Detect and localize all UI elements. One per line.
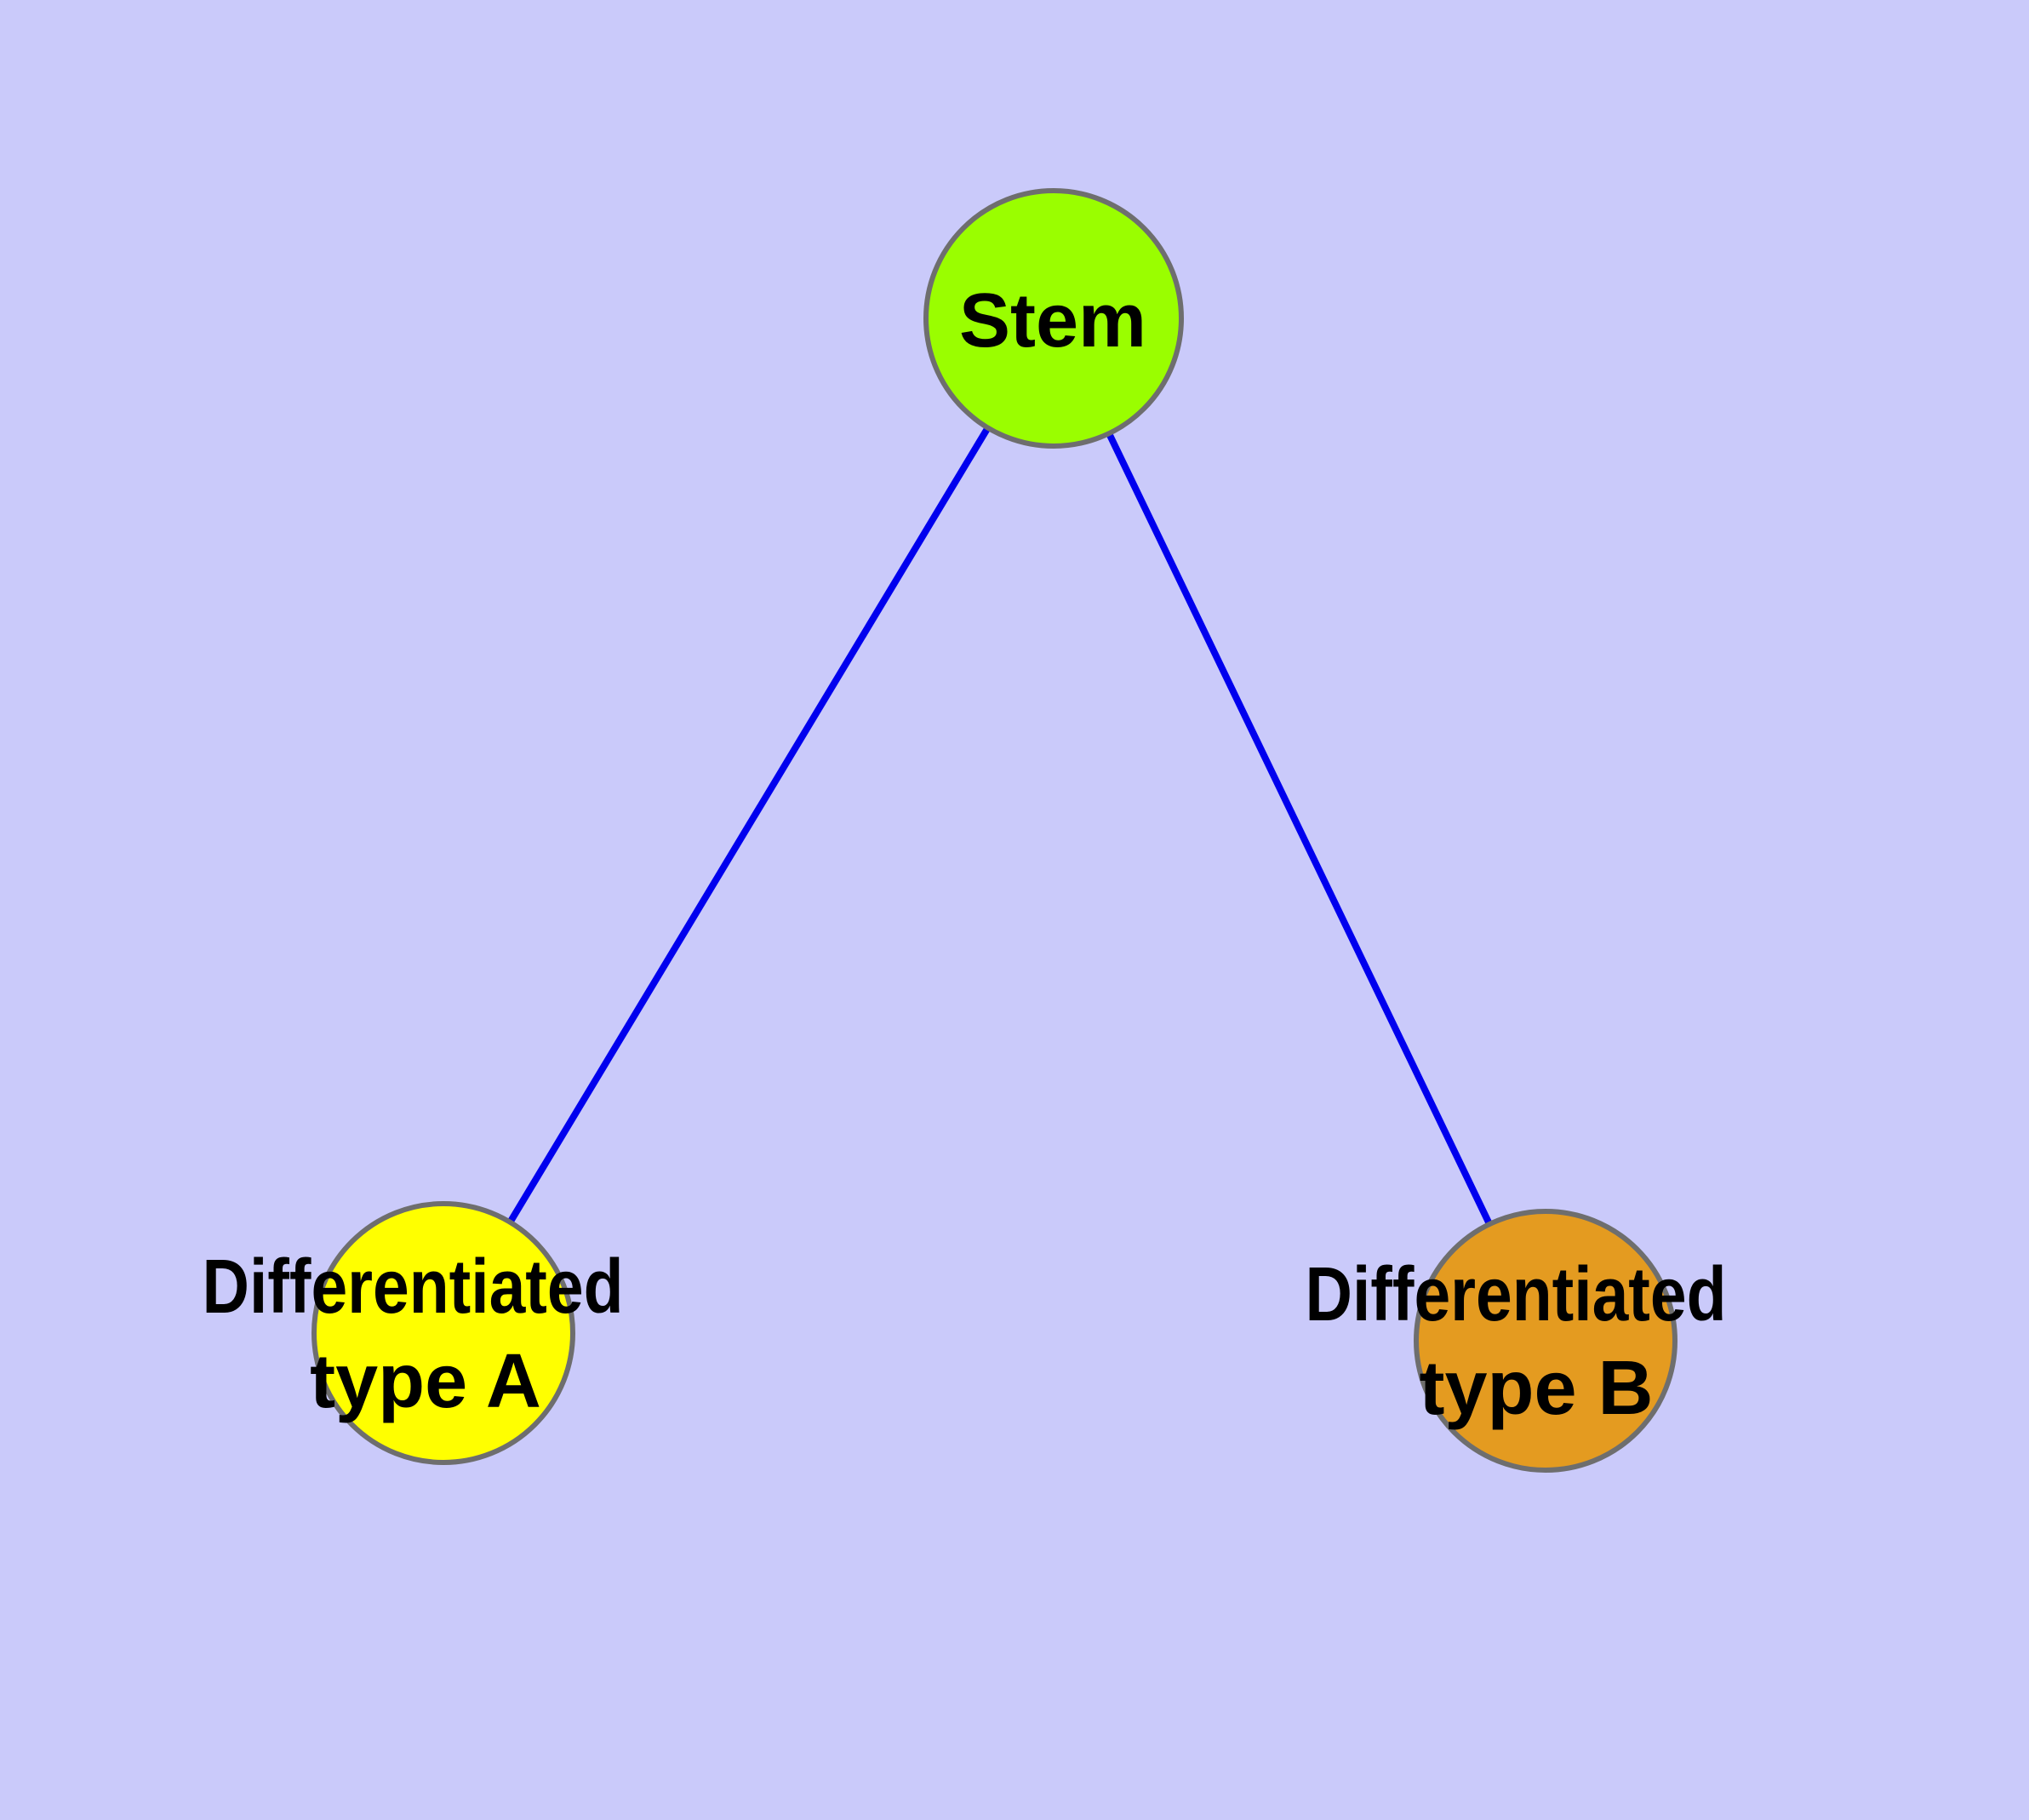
stem-node-label: Stem — [959, 278, 1146, 363]
type-a-node-label-line2: type A — [310, 1339, 541, 1424]
stem-node — [923, 188, 1184, 449]
edge-stem-to-type-a — [440, 316, 1057, 1336]
type-b-node-label-line2: type B — [1419, 1346, 1653, 1431]
type-a-node — [311, 1201, 575, 1465]
type-b-node-label-line1: Differentiated — [1306, 1252, 1727, 1337]
edge-stem-to-type-b — [1050, 317, 1549, 1342]
type-a-node-label-line1: Differentiated — [203, 1245, 624, 1330]
type-b-node — [1414, 1209, 1677, 1473]
